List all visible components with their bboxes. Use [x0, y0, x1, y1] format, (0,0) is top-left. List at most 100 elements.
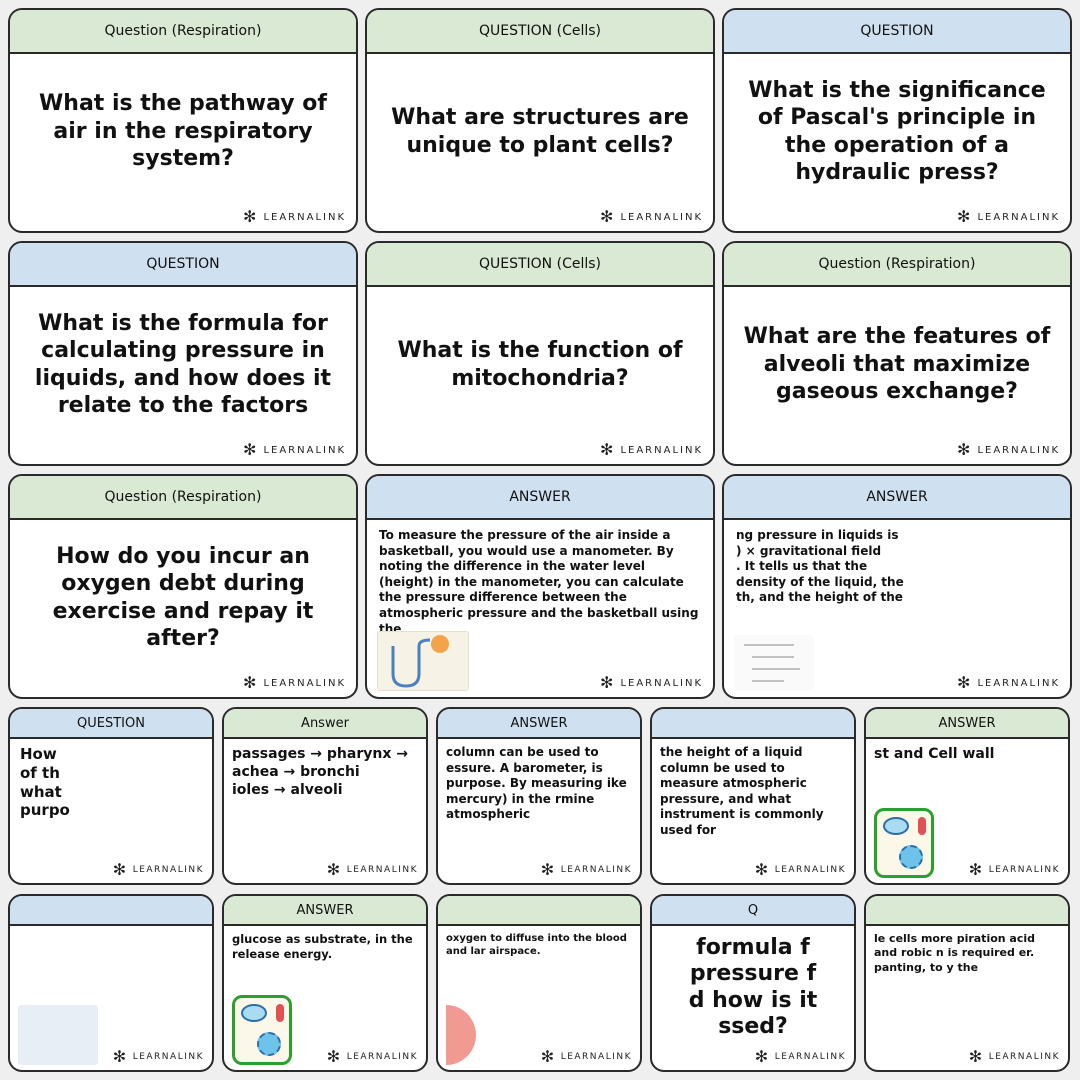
- card-footer: ✻LEARNALINK: [367, 442, 713, 464]
- brand-name: LEARNALINK: [346, 1052, 418, 1062]
- card-header: [652, 709, 854, 739]
- molecule-logo-icon: ✻: [243, 207, 259, 226]
- answer-card[interactable]: oxygen to diffuse into the blood and lar…: [436, 894, 642, 1072]
- learnalink-logo: ✻ LEARNALINK: [327, 862, 418, 878]
- card-body-text: the height of a liquid column be used to…: [660, 745, 824, 837]
- plant-cell-diagram: [874, 808, 934, 878]
- card-header: ANSWER: [224, 896, 426, 926]
- learnalink-logo: ✻ LEARNALINK: [327, 1049, 418, 1065]
- answer-card[interactable]: ✻ LEARNALINK: [8, 894, 214, 1072]
- molecule-logo-icon: ✻: [540, 860, 556, 879]
- alveolus-diagram: [446, 1005, 476, 1065]
- card-header: QUESTION: [10, 243, 356, 287]
- card-footer: ✻LEARNALINK: [367, 209, 713, 231]
- card-header: ANSWER: [724, 476, 1070, 520]
- molecule-logo-icon: ✻: [600, 673, 616, 692]
- answer-card[interactable]: the height of a liquid column be used to…: [650, 707, 856, 885]
- card-header: QUESTION: [10, 709, 212, 739]
- question-card[interactable]: Question (Respiration) What are the featu…: [722, 241, 1072, 466]
- question-card[interactable]: Question (Respiration) What is the pathwa…: [8, 8, 358, 233]
- answer-card[interactable]: ANSWER ng pressure in liquids is ) × grav…: [722, 474, 1072, 699]
- card-body-text: What is the significance of Pascal's pri…: [748, 77, 1046, 186]
- learnalink-logo: ✻LEARNALINK: [957, 209, 1060, 225]
- learnalink-logo: ✻LEARNALINK: [243, 442, 346, 458]
- molecule-logo-icon: ✻: [968, 860, 984, 879]
- learnalink-logo: ✻ LEARNALINK: [600, 675, 703, 691]
- molecule-logo-icon: ✻: [754, 860, 770, 879]
- card-header: ANSWER: [866, 709, 1068, 739]
- brand-name: LEARNALINK: [620, 677, 703, 689]
- question-card[interactable]: QUESTION (Cells)What is the function of …: [365, 241, 715, 466]
- card-body-text: le cells more piration acid and robic n …: [874, 932, 1036, 974]
- molecule-logo-icon: ✻: [326, 1047, 342, 1066]
- card-header-label: ANSWER: [510, 715, 568, 731]
- brand-name: LEARNALINK: [346, 865, 418, 875]
- card-header-label: Question (Respiration): [104, 489, 262, 505]
- card-header: QUESTION: [724, 10, 1070, 54]
- card-body-text: What is the function of mitochondria?: [397, 338, 683, 391]
- manometer-diagram: [377, 631, 469, 691]
- brand-name: LEARNALINK: [620, 211, 703, 223]
- card-header: Answer: [224, 709, 426, 739]
- answer-card[interactable]: le cells more piration acid and robic n …: [864, 894, 1070, 1072]
- card-body-text: What is the formula for calculating pres…: [34, 310, 332, 419]
- brand-name: LEARNALINK: [774, 865, 846, 875]
- card-body-text: glucose as substrate, in the release ene…: [232, 932, 413, 961]
- molecule-logo-icon: ✻: [112, 860, 128, 879]
- learnalink-logo: ✻ LEARNALINK: [969, 862, 1060, 878]
- learnalink-logo: ✻LEARNALINK: [957, 442, 1060, 458]
- molecule-logo-icon: ✻: [957, 207, 973, 226]
- card-body-text: ng pressure in liquids is ) × gravitatio…: [736, 528, 904, 605]
- learnalink-logo: ✻LEARNALINK: [243, 675, 346, 691]
- card-header-label: ANSWER: [938, 715, 996, 731]
- molecule-logo-icon: ✻: [540, 1047, 556, 1066]
- card-footer: ✻ LEARNALINK: [438, 862, 640, 883]
- card-header-label: Question (Respiration): [104, 23, 262, 39]
- brand-name: LEARNALINK: [132, 865, 204, 875]
- card-body-text: What is the pathway of air in the respir…: [39, 91, 327, 172]
- learnalink-logo: ✻LEARNALINK: [957, 675, 1060, 691]
- molecule-logo-icon: ✻: [957, 673, 973, 692]
- molecule-logo-icon: ✻: [326, 860, 342, 879]
- card-body-text: column can be used to essure. A baromete…: [446, 745, 627, 822]
- brand-name: LEARNALINK: [132, 1052, 204, 1062]
- card-header: Question (Respiration): [724, 243, 1070, 287]
- answer-card[interactable]: ANSWER glucose as substrate, in the relea…: [222, 894, 428, 1072]
- molecule-logo-icon: ✻: [600, 440, 616, 459]
- card-footer: ✻LEARNALINK: [10, 442, 356, 464]
- learnalink-logo: ✻LEARNALINK: [243, 209, 346, 225]
- learnalink-logo: ✻ LEARNALINK: [113, 1049, 204, 1065]
- molecule-logo-icon: ✻: [112, 1047, 128, 1066]
- brand-name: LEARNALINK: [560, 865, 632, 875]
- learnalink-logo: ✻ LEARNALINK: [755, 862, 846, 878]
- card-header: QUESTION (Cells): [367, 10, 713, 54]
- plant-cell-diagram: [232, 995, 292, 1065]
- card-body-text: What are the features of alveoli that ma…: [743, 324, 1051, 405]
- molecule-logo-icon: ✻: [968, 1047, 984, 1066]
- card-footer: ✻LEARNALINK: [724, 635, 1070, 697]
- card-header: Question (Respiration): [10, 10, 356, 54]
- molecule-logo-icon: ✻: [243, 673, 259, 692]
- question-card[interactable]: QUESTION (Cells)What are structures are …: [365, 8, 715, 233]
- card-body-text: formula f pressure f d how is it ssed?: [688, 934, 818, 1039]
- card-body-text: oxygen to diffuse into the blood and lar…: [446, 933, 627, 957]
- learnalink-logo: ✻LEARNALINK: [600, 442, 703, 458]
- molecule-logo-icon: ✻: [243, 440, 259, 459]
- question-card[interactable]: Question (Respiration)How do you incur a…: [8, 474, 358, 699]
- question-card[interactable]: QUESTION What is the significance of Pasc…: [722, 8, 1072, 233]
- card-body-text: To measure the pressure of the air insid…: [379, 528, 699, 651]
- question-card[interactable]: QUESTION What is the formula for calculat…: [8, 241, 358, 466]
- card-header: [866, 896, 1068, 926]
- brand-name: LEARNALINK: [988, 865, 1060, 875]
- card-footer: ✻ LEARNALINK: [10, 1005, 212, 1070]
- answer-card[interactable]: ANSWER column can be used to essure. A ba…: [436, 707, 642, 885]
- brand-name: LEARNALINK: [988, 1052, 1060, 1062]
- card-header-label: ANSWER: [866, 489, 928, 505]
- card-header-label: QUESTION (Cells): [478, 23, 601, 39]
- learnalink-logo: ✻ LEARNALINK: [969, 1049, 1060, 1065]
